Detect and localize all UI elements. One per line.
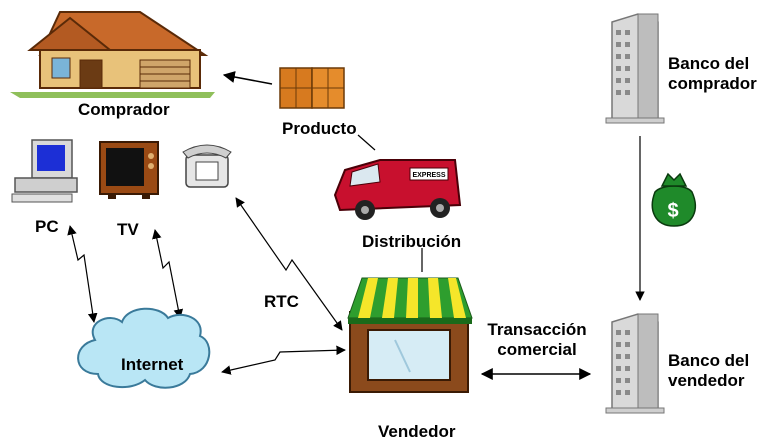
pc-label: PC xyxy=(35,217,59,236)
dollar-sign: $ xyxy=(667,200,678,222)
house-icon xyxy=(10,11,215,98)
tv-icon xyxy=(99,141,159,199)
van-icon: EXPRESS xyxy=(333,159,462,220)
transaccion-comercial-label: Transacción comercial xyxy=(478,320,596,359)
rtc-label: RTC xyxy=(264,292,299,311)
producto-label: Producto xyxy=(282,119,357,138)
shop-icon xyxy=(347,277,473,393)
van-label: EXPRESS xyxy=(412,172,445,179)
banco-vendedor-label: Banco del vendedor xyxy=(668,351,749,390)
phone-icon xyxy=(182,144,232,188)
boxes-icon xyxy=(279,67,345,109)
tv-label: TV xyxy=(117,220,139,239)
internet-cloud-icon xyxy=(77,307,211,389)
money-bag-icon: $ xyxy=(651,172,696,227)
internet-label: Internet xyxy=(121,355,184,374)
bank-comprador-building-icon xyxy=(605,13,665,124)
banco-comprador-line1: Banco del xyxy=(668,54,750,73)
bank-vendedor-building-icon xyxy=(605,313,665,414)
banco-comprador-line2: comprador xyxy=(668,73,757,93)
transaccion-line1: Transacción xyxy=(487,320,587,339)
banco-vendedor-line2: vendedor xyxy=(668,370,745,390)
banco-comprador-label: Banco del comprador xyxy=(668,54,757,93)
transaccion-line2: comercial xyxy=(497,339,577,359)
pc-icon xyxy=(11,139,78,203)
distribucion-label: Distribución xyxy=(362,232,462,251)
banco-vendedor-line1: Banco del xyxy=(668,351,750,370)
comprador-label: Comprador xyxy=(78,100,170,119)
vendedor-label: Vendedor xyxy=(378,422,456,441)
